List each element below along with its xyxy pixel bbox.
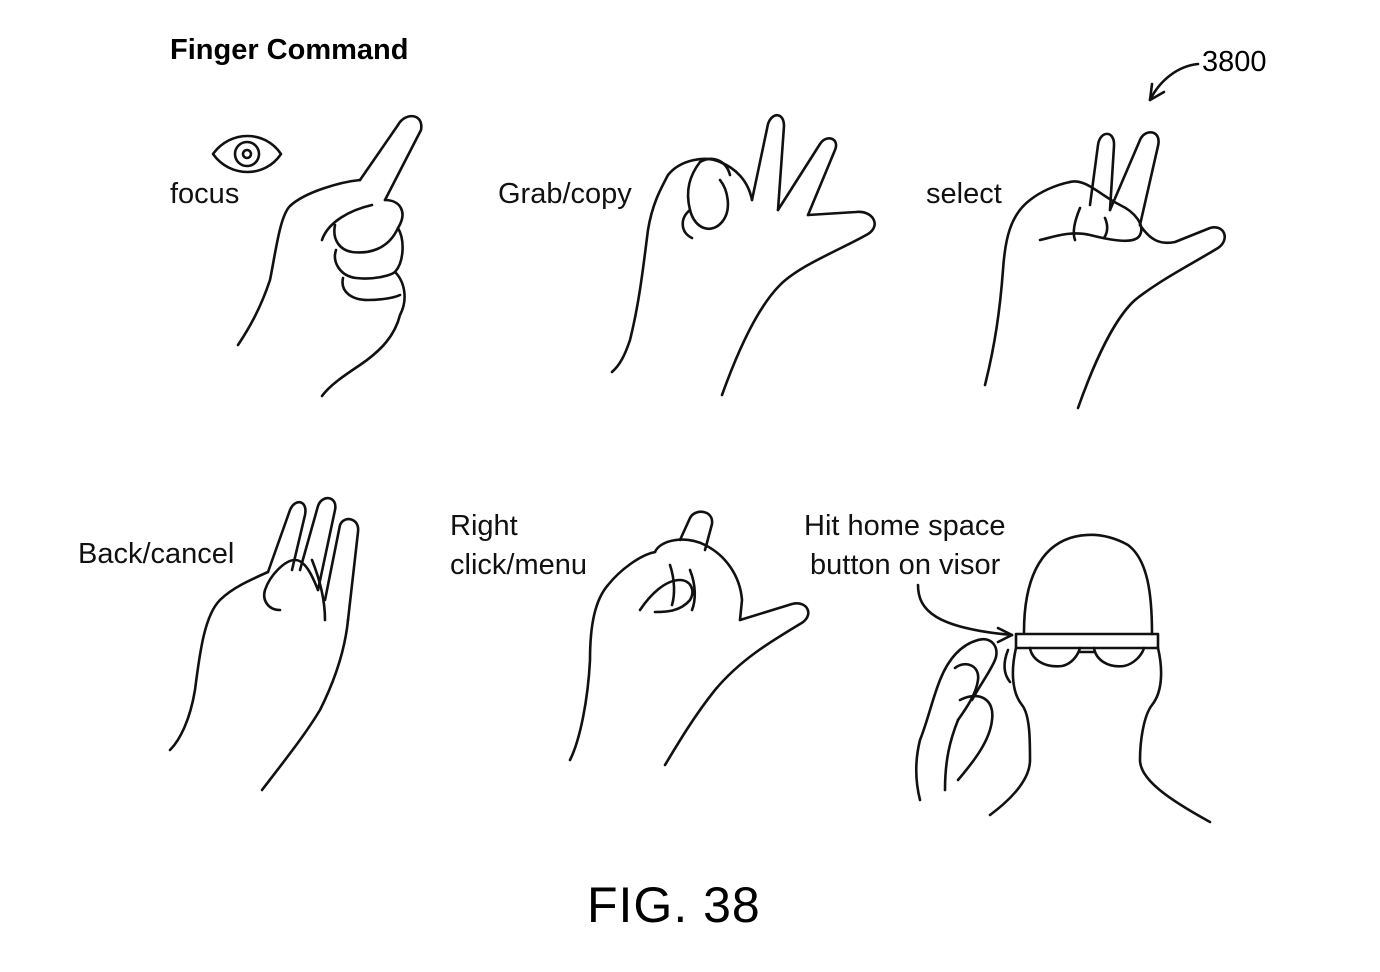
label-grab-copy: Grab/copy (498, 178, 632, 210)
diagram-title: Finger Command (170, 34, 409, 66)
hand-focus (236, 114, 423, 398)
visor-leader-arrow (916, 583, 1014, 644)
label-home-line2: button on visor (810, 549, 1001, 581)
label-home-line1: Hit home space (804, 510, 1006, 542)
figure-label: FIG. 38 (587, 877, 761, 933)
label-right-line2: click/menu (450, 549, 587, 581)
eye-icon (211, 134, 283, 174)
reference-number: 3800 (1202, 46, 1267, 78)
label-focus: focus (170, 178, 240, 210)
hand-right-click-menu (568, 510, 810, 767)
reference-arrow (1148, 62, 1200, 102)
hand-grab-copy (610, 113, 876, 397)
label-right-line1: Right (450, 510, 518, 542)
hand-select (983, 131, 1226, 410)
hand-touching-visor (914, 637, 998, 802)
hand-back-cancel (168, 496, 360, 792)
label-select: select (926, 178, 1002, 210)
label-back-cancel: Back/cancel (78, 538, 235, 570)
head-with-visor (988, 533, 1212, 824)
